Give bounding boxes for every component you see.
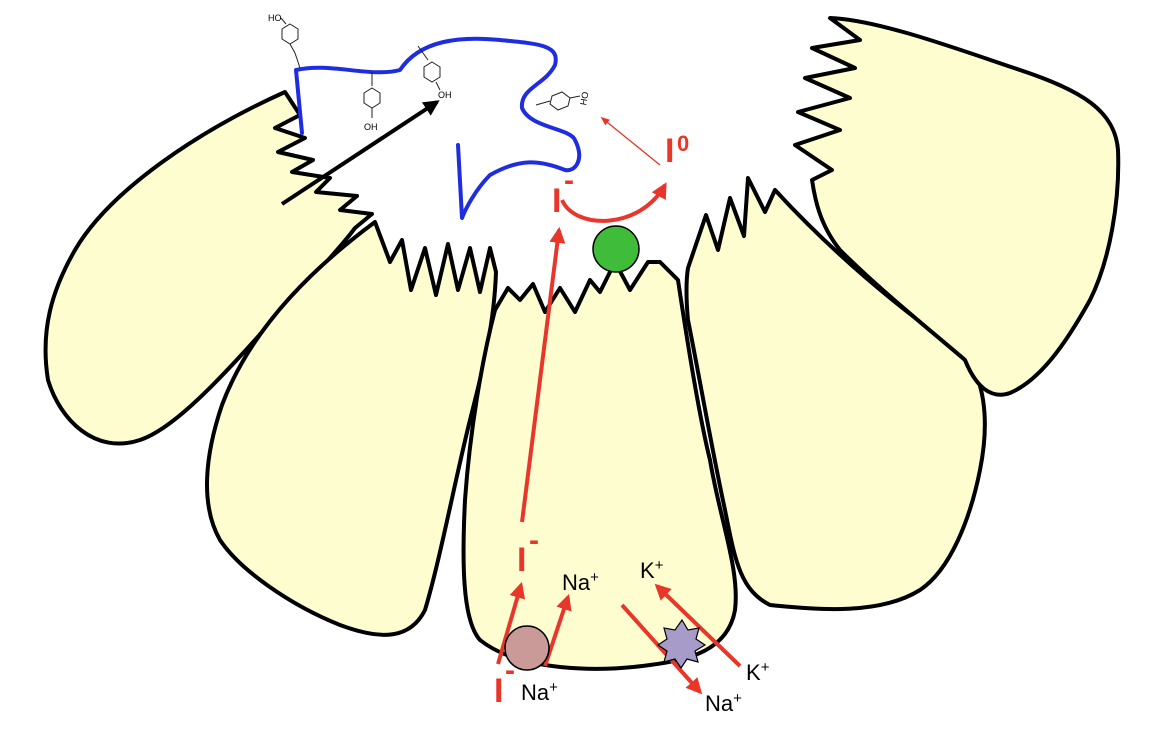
iodide-in-charge: - bbox=[505, 654, 515, 687]
sodium-exit-arrow bbox=[620, 603, 703, 695]
tyrosine-structure-1: HO bbox=[268, 13, 301, 69]
cell-far-right bbox=[793, 16, 1121, 397]
oxidation-arrow bbox=[560, 182, 667, 223]
ho-label-1: HO bbox=[268, 13, 282, 23]
potassium-inside-label: K+ bbox=[640, 557, 664, 583]
iodine-label: I bbox=[665, 132, 674, 170]
thyroglobulin-chain bbox=[294, 36, 582, 220]
iodide-mid-charge: - bbox=[529, 524, 539, 557]
coupling-arrow bbox=[280, 100, 440, 206]
cell-far-left bbox=[43, 90, 374, 446]
iodide-top-label: I bbox=[552, 182, 561, 220]
sodium-inside-label: Na+ bbox=[562, 569, 599, 595]
potassium-entry-arrow bbox=[654, 583, 742, 668]
symporter-circle-icon bbox=[504, 625, 550, 671]
iodide-mid-label: I bbox=[517, 541, 526, 579]
iodide-in-label: I bbox=[494, 672, 503, 710]
pump-star-icon bbox=[656, 618, 707, 670]
sodium-exit-label: Na+ bbox=[705, 690, 742, 716]
iodine-superscript: 0 bbox=[677, 131, 689, 156]
tyrosine-structure-3: OH bbox=[417, 45, 452, 100]
tyrosine-structure-4: HO bbox=[535, 91, 590, 111]
tyrosine-structure-2: OH bbox=[363, 72, 381, 132]
iodide-top-charge: - bbox=[564, 164, 574, 197]
sodium-entry-arrow bbox=[543, 593, 572, 667]
oh-label-3: OH bbox=[438, 90, 452, 100]
peroxidase-circle-icon bbox=[592, 225, 640, 273]
iodide-transport-arrow bbox=[520, 226, 566, 523]
iodination-arrow bbox=[600, 116, 661, 166]
potassium-outside-label: K+ bbox=[746, 659, 770, 685]
oh-label-2: OH bbox=[364, 122, 378, 132]
ho-label-4: HO bbox=[578, 91, 590, 106]
iodide-entry-arrow bbox=[496, 581, 526, 665]
sodium-outside-label: Na+ bbox=[521, 679, 558, 705]
